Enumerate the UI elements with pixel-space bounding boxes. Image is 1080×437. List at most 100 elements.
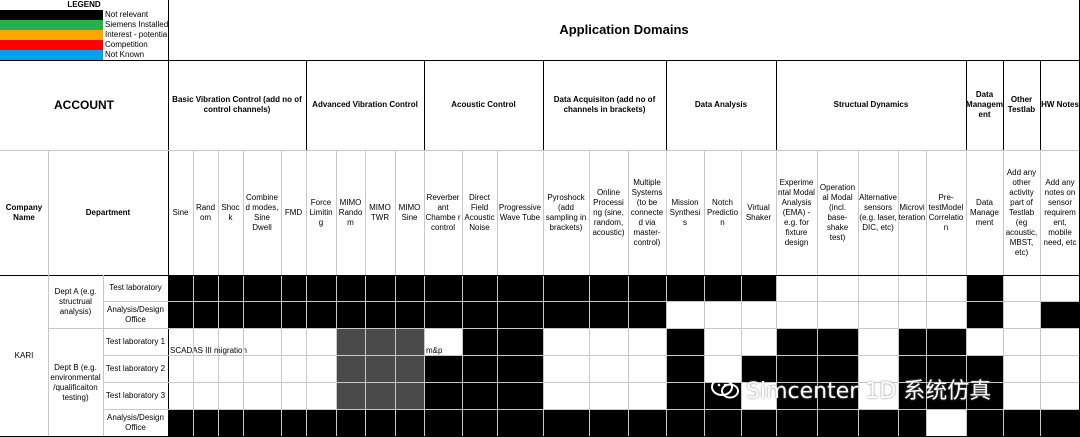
grid-cell[interactable] — [395, 301, 424, 328]
grid-cell[interactable] — [589, 382, 628, 409]
grid-cell[interactable] — [497, 275, 543, 301]
grid-cell[interactable] — [898, 301, 926, 328]
grid-cell[interactable] — [281, 355, 306, 382]
grid-cell[interactable] — [193, 355, 218, 382]
grid-cell[interactable] — [497, 355, 543, 382]
grid-cell[interactable] — [858, 355, 898, 382]
grid-cell[interactable] — [497, 382, 543, 409]
grid-cell[interactable] — [424, 409, 462, 437]
grid-cell[interactable] — [741, 355, 776, 382]
grid-cell[interactable] — [1040, 382, 1080, 409]
grid-cell[interactable] — [243, 275, 281, 301]
grid-cell[interactable] — [741, 409, 776, 437]
grid-cell[interactable] — [243, 301, 281, 328]
grid-cell[interactable] — [193, 382, 218, 409]
grid-cell[interactable] — [966, 328, 1003, 355]
grid-cell[interactable] — [168, 409, 193, 437]
grid-cell[interactable] — [776, 275, 817, 301]
grid-cell[interactable] — [395, 355, 424, 382]
grid-cell[interactable] — [424, 275, 462, 301]
grid-cell[interactable] — [336, 409, 365, 437]
grid-cell[interactable] — [424, 301, 462, 328]
grid-cell[interactable] — [218, 275, 243, 301]
grid-cell[interactable] — [1040, 275, 1080, 301]
grid-cell[interactable] — [666, 328, 704, 355]
grid-cell[interactable] — [497, 328, 543, 355]
grid-cell[interactable] — [365, 409, 395, 437]
grid-cell[interactable] — [168, 301, 193, 328]
grid-cell[interactable] — [704, 355, 741, 382]
grid-cell[interactable] — [243, 328, 281, 355]
grid-cell[interactable] — [704, 409, 741, 437]
grid-cell[interactable] — [741, 301, 776, 328]
grid-cell[interactable] — [395, 382, 424, 409]
grid-cell[interactable] — [898, 328, 926, 355]
grid-cell[interactable] — [243, 355, 281, 382]
grid-cell[interactable] — [243, 409, 281, 437]
grid-cell[interactable] — [858, 328, 898, 355]
grid-cell[interactable] — [966, 355, 1003, 382]
grid-cell[interactable] — [193, 409, 218, 437]
grid-cell[interactable] — [543, 301, 589, 328]
grid-cell[interactable] — [462, 409, 497, 437]
grid-cell[interactable] — [243, 382, 281, 409]
grid-cell[interactable] — [543, 382, 589, 409]
grid-cell[interactable] — [1040, 328, 1080, 355]
grid-cell[interactable] — [741, 382, 776, 409]
grid-cell[interactable] — [193, 275, 218, 301]
grid-cell[interactable] — [628, 409, 666, 437]
grid-cell[interactable] — [628, 301, 666, 328]
grid-cell[interactable] — [365, 328, 395, 355]
grid-cell[interactable] — [543, 328, 589, 355]
grid-cell[interactable] — [628, 328, 666, 355]
grid-cell[interactable] — [898, 409, 926, 437]
grid-cell[interactable] — [666, 301, 704, 328]
grid-cell[interactable] — [926, 382, 966, 409]
grid-cell[interactable] — [898, 275, 926, 301]
grid-cell[interactable] — [193, 328, 218, 355]
grid-cell[interactable] — [1003, 301, 1040, 328]
grid-cell[interactable] — [281, 328, 306, 355]
grid-cell[interactable] — [424, 355, 462, 382]
grid-cell[interactable] — [926, 275, 966, 301]
grid-cell[interactable] — [817, 355, 858, 382]
grid-cell[interactable] — [966, 409, 1003, 437]
grid-cell[interactable] — [336, 328, 365, 355]
grid-cell[interactable] — [666, 382, 704, 409]
grid-cell[interactable] — [704, 328, 741, 355]
grid-cell[interactable] — [462, 328, 497, 355]
grid-cell[interactable] — [336, 382, 365, 409]
grid-cell[interactable] — [424, 382, 462, 409]
grid-cell[interactable] — [1003, 382, 1040, 409]
grid-cell[interactable] — [628, 355, 666, 382]
grid-cell[interactable] — [543, 409, 589, 437]
grid-cell[interactable] — [281, 382, 306, 409]
grid-cell[interactable] — [218, 301, 243, 328]
grid-cell[interactable] — [1003, 328, 1040, 355]
grid-cell[interactable] — [1040, 409, 1080, 437]
grid-cell[interactable] — [1003, 275, 1040, 301]
grid-cell[interactable] — [543, 355, 589, 382]
grid-cell[interactable] — [218, 355, 243, 382]
grid-cell[interactable] — [365, 275, 395, 301]
grid-cell[interactable] — [966, 301, 1003, 328]
grid-cell[interactable] — [628, 382, 666, 409]
grid-cell[interactable] — [306, 355, 336, 382]
grid-cell[interactable] — [776, 355, 817, 382]
grid-cell[interactable] — [589, 275, 628, 301]
grid-cell[interactable] — [365, 382, 395, 409]
grid-cell[interactable] — [1003, 409, 1040, 437]
grid-cell[interactable] — [218, 409, 243, 437]
grid-cell[interactable] — [497, 409, 543, 437]
grid-cell[interactable] — [589, 301, 628, 328]
grid-cell[interactable] — [704, 275, 741, 301]
grid-cell[interactable] — [926, 301, 966, 328]
grid-cell[interactable] — [858, 382, 898, 409]
grid-cell[interactable] — [898, 355, 926, 382]
grid-cell[interactable] — [306, 409, 336, 437]
grid-cell[interactable] — [898, 382, 926, 409]
grid-cell[interactable] — [281, 275, 306, 301]
grid-cell[interactable] — [817, 328, 858, 355]
grid-cell[interactable] — [281, 409, 306, 437]
grid-cell[interactable] — [395, 409, 424, 437]
